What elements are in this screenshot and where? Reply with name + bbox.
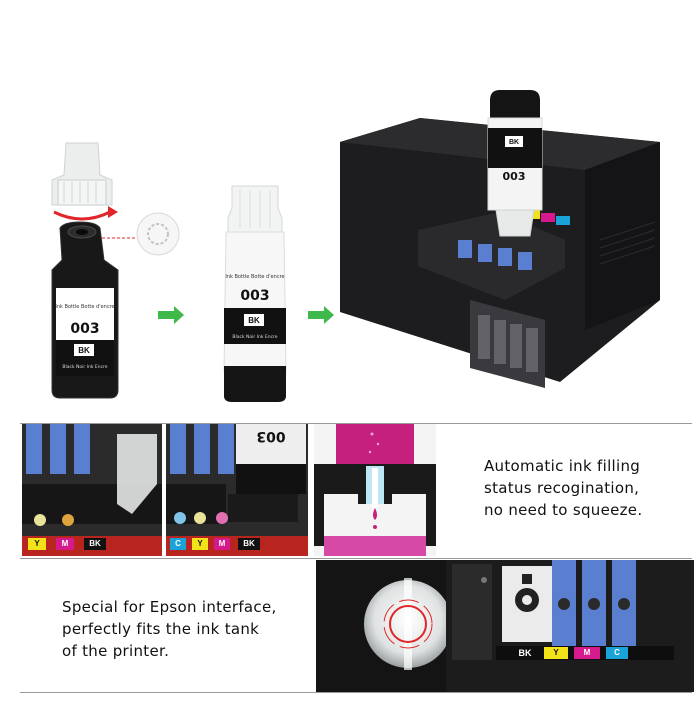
filling-diagram bbox=[314, 424, 436, 556]
caption-line: no need to squeeze. bbox=[484, 501, 643, 519]
caption-line: perfectly fits the ink tank bbox=[62, 620, 260, 638]
bottle-with-removed-cap: Ink Bottle Botte d'encre 003 BK Black No… bbox=[51, 142, 180, 399]
bottle1-small-text: Ink Bottle Botte d'encre bbox=[55, 304, 114, 310]
interface-label-magenta: M bbox=[583, 648, 591, 657]
interface-photo: BK Y M C bbox=[316, 560, 694, 692]
auto-fill-caption: Automatic ink filling status recoginatio… bbox=[484, 455, 642, 521]
caption-line: status recogination, bbox=[484, 479, 640, 497]
interface-label-cyan: C bbox=[614, 648, 620, 657]
bottle1-color-code: BK bbox=[78, 346, 90, 355]
tank-label-cyan: C bbox=[175, 539, 181, 548]
section-divider bbox=[20, 558, 692, 559]
bottle2-model: 003 bbox=[240, 288, 269, 304]
bottle1-model: 003 bbox=[70, 321, 99, 337]
caption-line: Automatic ink filling bbox=[484, 457, 641, 475]
tank-photo-bottle-inserted: 003 C Y M BK bbox=[166, 424, 308, 556]
tank-photo-filling: Y M BK bbox=[22, 424, 162, 556]
bottle2-small-text: Ink Bottle Botte d'encre bbox=[225, 274, 284, 280]
tank-label-yellow: Y bbox=[34, 539, 40, 548]
bottle2-color-code: BK bbox=[248, 316, 260, 325]
bottle-closed: Ink Bottle Botte d'encre 003 BK Black No… bbox=[223, 185, 287, 402]
top-illustration: Ink Bottle Botte d'encre 003 BK Black No… bbox=[51, 90, 660, 402]
caption-line: of the printer. bbox=[62, 642, 170, 660]
section-divider bbox=[20, 692, 692, 693]
printer-bottle-model: 003 bbox=[503, 170, 526, 183]
arrow-right-icon bbox=[308, 306, 334, 324]
bottle2-small-text-2: Black Noir Ink Encre bbox=[232, 334, 277, 340]
inserted-bottle-model: 003 bbox=[256, 428, 286, 444]
arrow-right-icon bbox=[158, 306, 184, 324]
tank-label-black: BK bbox=[89, 539, 101, 548]
tank-label-magenta: M bbox=[61, 539, 69, 548]
bottle1-small-text-2: Black Noir Ink Encre bbox=[62, 364, 107, 370]
tank-label-black: BK bbox=[243, 539, 255, 548]
epson-interface-caption: Special for Epson interface, perfectly f… bbox=[62, 596, 277, 662]
interface-label-black: BK bbox=[518, 648, 532, 658]
interface-label-yellow: Y bbox=[553, 648, 559, 657]
tank-label-yellow: Y bbox=[197, 539, 203, 548]
printer-illustration: BK 003 bbox=[340, 90, 660, 388]
section-divider bbox=[20, 423, 692, 424]
caption-line: Special for Epson interface, bbox=[62, 598, 277, 616]
tank-label-magenta: M bbox=[218, 539, 226, 548]
printer-bottle-color-code: BK bbox=[509, 139, 519, 146]
bottle-process-graphic: Ink Bottle Botte d'encre 003 BK Black No… bbox=[51, 90, 660, 402]
